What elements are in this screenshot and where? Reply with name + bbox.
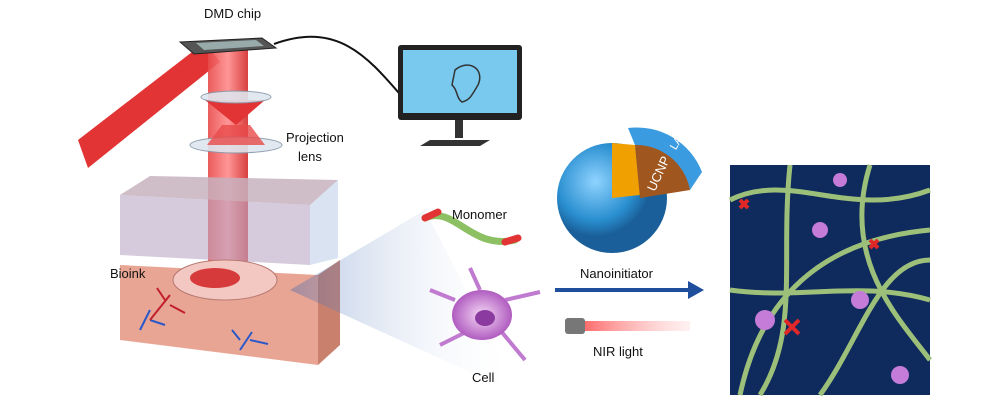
monomer-label: Monomer bbox=[452, 207, 507, 222]
projection-lens-label-1: Projection bbox=[286, 130, 344, 145]
nir-laser bbox=[565, 318, 690, 334]
zoom-cone bbox=[290, 210, 520, 395]
dmd-chip-label: DMD chip bbox=[204, 6, 262, 21]
monitor bbox=[398, 45, 522, 146]
cable bbox=[273, 35, 406, 101]
ear-icon bbox=[451, 64, 481, 103]
lens-1 bbox=[200, 90, 272, 104]
projection-lens-label-2: lens bbox=[298, 149, 322, 164]
nanoinitiator-label: Nanoinitiator bbox=[580, 266, 653, 281]
nir-light-beam bbox=[78, 42, 220, 168]
printing-block bbox=[120, 176, 340, 365]
cell-icon bbox=[429, 267, 541, 362]
hydrogel-network bbox=[728, 164, 932, 397]
cell-label: Cell bbox=[472, 370, 495, 385]
bioink-label: Bioink bbox=[110, 266, 146, 281]
nanoinitiator-sphere bbox=[557, 127, 702, 253]
nir-laser-label: NIR light bbox=[593, 344, 643, 359]
